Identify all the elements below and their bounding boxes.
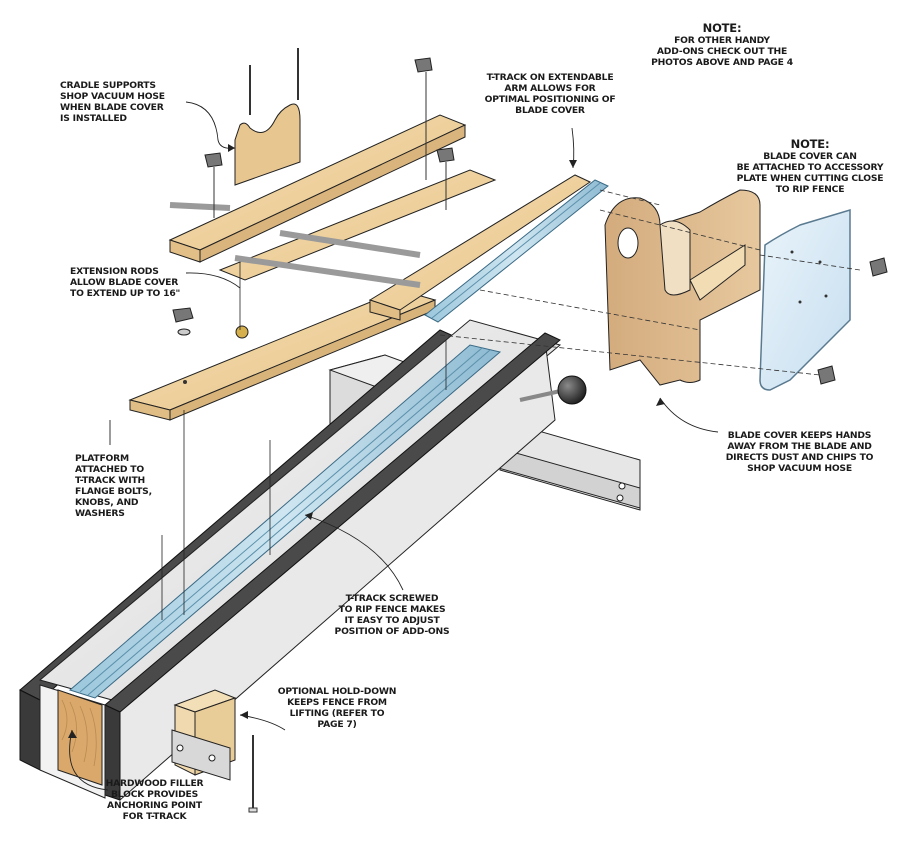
callout-platform: PLATFORM ATTACHED TO T-TRACK WITH FLANGE… [75, 453, 152, 519]
note-lead: NOTE: [702, 21, 742, 35]
callout-filler-block: HARDWOOD FILLER BLOCK PROVIDES ANCHORING… [105, 778, 204, 822]
note-text: BLADE COVER CAN BE ATTACHED TO ACCESSORY… [736, 151, 884, 195]
knobs [204, 57, 455, 218]
callout-blade-cover: BLADE COVER KEEPS HANDS AWAY FROM THE BL… [725, 430, 874, 474]
extension-rods [169, 202, 421, 288]
callout-cradle: CRADLE SUPPORTS SHOP VACUUM HOSE WHEN BL… [60, 80, 165, 124]
callout-extension-rods: EXTENSION RODS ALLOW BLADE COVER TO EXTE… [70, 266, 181, 299]
note-text: FOR OTHER HANDY ADD-ONS CHECK OUT THE PH… [651, 35, 793, 68]
callout-t-track-arm: T-TRACK ON EXTENDABLE ARM ALLOWS FOR OPT… [484, 72, 616, 116]
hold-down-block [171, 689, 258, 813]
callout-t-track-fence: T-TRACK SCREWED TO RIP FENCE MAKES IT EA… [334, 593, 450, 637]
blade-cover [604, 189, 761, 386]
top-arm-board [168, 114, 592, 321]
note-other-addons: NOTE: FOR OTHER HANDY ADD-ONS CHECK OUT … [612, 12, 832, 68]
cradle-block [234, 48, 301, 186]
platform-board [128, 289, 437, 421]
callout-hold-down: OPTIONAL HOLD-DOWN KEEPS FENCE FROM LIFT… [277, 686, 397, 730]
rip-fence [19, 319, 587, 802]
assembly-lines [439, 189, 861, 376]
arm-t-track [424, 179, 609, 323]
accessory-plate [759, 208, 888, 391]
alignment-lines [161, 262, 447, 620]
note-accessory-plate: NOTE: BLADE COVER CAN BE ATTACHED TO ACC… [710, 128, 910, 195]
note-lead: NOTE: [790, 137, 830, 151]
leader-arrowheads [68, 144, 665, 738]
